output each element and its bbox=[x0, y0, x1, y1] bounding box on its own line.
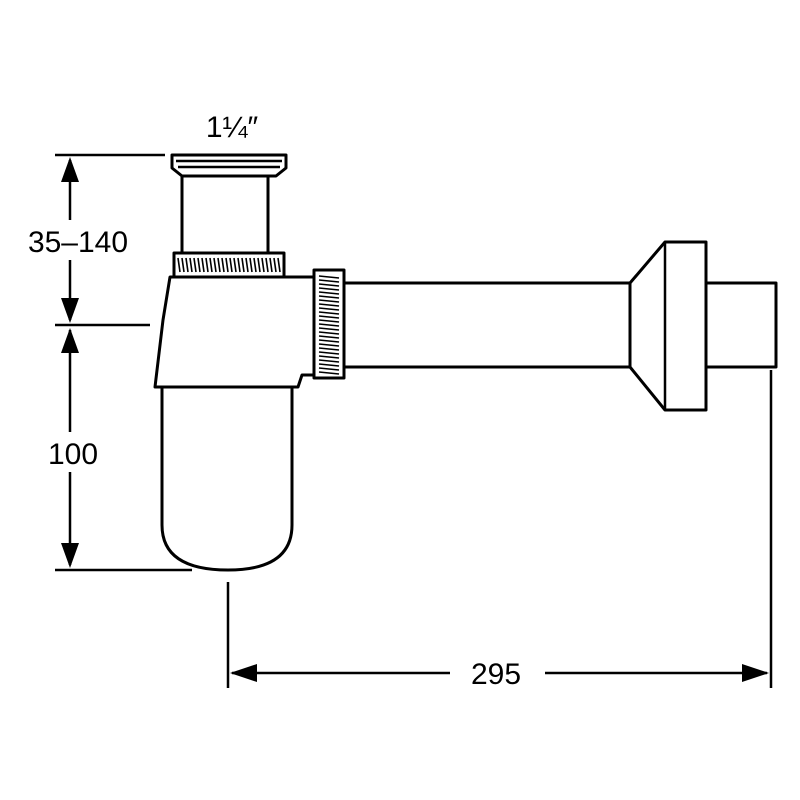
arrow-right bbox=[742, 664, 769, 682]
arrow-up bbox=[61, 328, 79, 353]
slip-nut-top bbox=[172, 251, 286, 279]
height-adjustable-label: 35–140 bbox=[28, 226, 128, 259]
outlet-pipe bbox=[338, 281, 634, 369]
dimension-height-adjustable: 35–140 bbox=[20, 153, 165, 327]
dimension-trap-depth: 100 bbox=[40, 328, 192, 572]
arrow-up bbox=[61, 157, 79, 182]
slip-nut-side bbox=[312, 268, 346, 380]
trap-body bbox=[153, 275, 316, 572]
tailpiece bbox=[170, 153, 288, 256]
wall-pipe-end bbox=[704, 281, 778, 369]
projection-label: 295 bbox=[471, 658, 521, 691]
arrow-left bbox=[230, 664, 257, 682]
wall-flange bbox=[628, 240, 708, 412]
dimension-projection: 295 bbox=[226, 370, 773, 691]
arrow-down bbox=[61, 298, 79, 323]
trap-depth-label: 100 bbox=[48, 438, 98, 471]
thread-size-label: 1¼″ bbox=[206, 111, 259, 144]
arrow-down bbox=[61, 543, 79, 568]
